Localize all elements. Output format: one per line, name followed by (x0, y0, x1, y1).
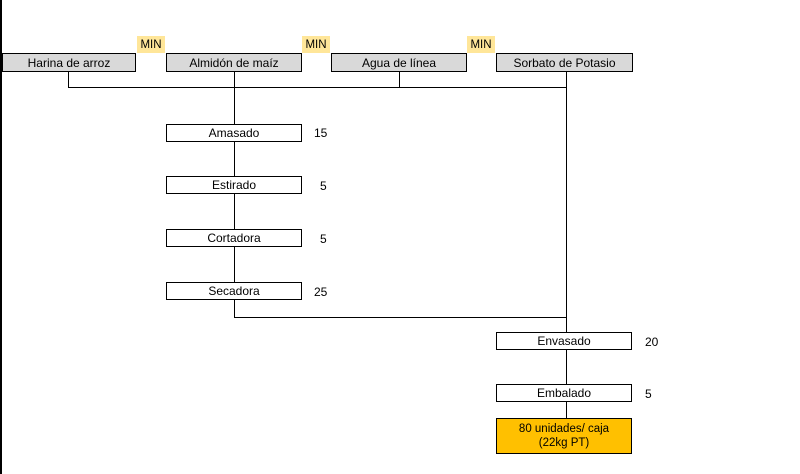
min-tag: MIN (467, 36, 495, 53)
min-tag: MIN (137, 36, 165, 53)
process-label: Amasado (208, 126, 260, 140)
process-time: 15 (314, 126, 328, 140)
process-time: 5 (320, 232, 327, 246)
input-almidon-de-maiz: Almidón de maíz (166, 53, 302, 72)
input-harina-de-arroz: Harina de arroz (2, 53, 136, 72)
min-tag: MIN (302, 36, 330, 53)
output-line-2: (22kg PT) (538, 437, 590, 449)
process-time: 20 (645, 335, 659, 349)
process-label: Estirado (211, 178, 257, 192)
input-label: Sorbato de Potasio (513, 55, 616, 70)
output-line-1: 80 unidades/ caja (518, 423, 610, 435)
process-envasado: Envasado (496, 332, 632, 350)
input-agua-de-linea: Agua de línea (331, 53, 467, 72)
process-amasado: Amasado (166, 124, 302, 142)
input-label: Agua de línea (361, 55, 437, 70)
input-label: Almidón de maíz (189, 55, 279, 70)
process-time: 5 (645, 387, 652, 401)
process-label: Secadora (208, 284, 260, 298)
process-label: Cortadora (207, 231, 261, 245)
process-embalado: Embalado (496, 384, 632, 402)
process-time: 25 (314, 285, 328, 299)
input-label: Harina de arroz (27, 55, 111, 70)
output-box: 80 unidades/ caja (22kg PT) (496, 418, 632, 454)
process-label: Envasado (537, 334, 591, 348)
process-secadora: Secadora (166, 282, 302, 300)
process-label: Embalado (536, 386, 592, 400)
process-cortadora: Cortadora (166, 229, 302, 247)
input-sorbato-de-potasio: Sorbato de Potasio (496, 53, 633, 72)
process-time: 5 (320, 179, 327, 193)
process-estirado: Estirado (166, 176, 302, 194)
left-border-line (0, 0, 2, 474)
